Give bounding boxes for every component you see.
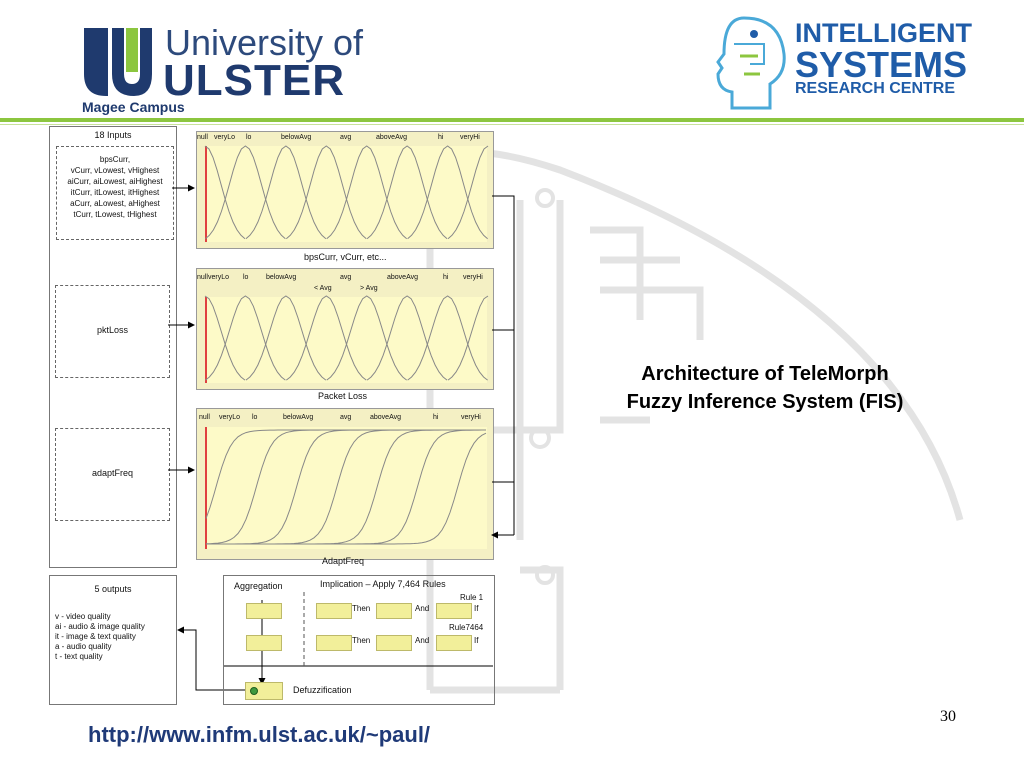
campus-label: Magee Campus [82, 99, 185, 115]
agg-block-1 [246, 603, 282, 619]
mf-plot-2-label-6: aboveAvg [387, 274, 419, 281]
output-line-5: t - text quality [55, 652, 103, 661]
mf-plot-2-label-4: belowAvg [266, 274, 297, 281]
university-ulster: ULSTER [163, 56, 345, 105]
rule-1-label: Rule 1 [460, 593, 484, 602]
mf-plot-3-label-3: lo [252, 414, 258, 421]
rule1-and-text: And [415, 604, 430, 613]
mf-plot-2 [196, 268, 494, 390]
input-group-1-line-3: aiCurr, aiLowest, aiHighest [67, 177, 163, 186]
mf-plot-2-label-1: null [197, 274, 208, 281]
rulelast-then-text: Then [352, 636, 371, 645]
outputs-title: 5 outputs [94, 584, 132, 594]
mf-plot-1-label-2: veryLo [214, 134, 236, 141]
footer-url[interactable]: http://www.infm.ulst.ac.uk/~paul/ [88, 722, 431, 747]
mf-plot-2-label-8: veryHi [463, 274, 483, 281]
input-group-adaptfreq: adaptFreq [55, 428, 170, 521]
mf-plot-1-label-7: hi [438, 134, 444, 141]
inputs-title: 18 Inputs [94, 130, 132, 140]
rulelast-and-block [376, 635, 412, 651]
mf-plot-2-sublabel-above: > Avg [360, 285, 378, 292]
inference-panel [223, 575, 495, 705]
slide-title-line-1: Architecture of TeleMorph [641, 363, 889, 385]
rulelast-then-block [316, 635, 352, 651]
mf-plot-3-label-5: avg [340, 414, 352, 421]
page-number: 30 [940, 708, 956, 725]
input-group-1-line-5: aCurr, aLowest, aHighest [70, 199, 160, 208]
outputs-panel: 5 outputs v - video quality ai - audio &… [49, 575, 177, 705]
pktloss-label: pktLoss [96, 325, 129, 335]
slide-title: Architecture of TeleMorph Fuzzy Inferenc… [560, 360, 970, 416]
rule1-then-text: Then [352, 604, 371, 613]
input-group-1-line-2: vCurr, vLowest, vHighest [70, 166, 160, 175]
mf-plot-1-label-4: belowAvg [281, 134, 312, 141]
rule1-if-block [436, 603, 472, 619]
mf-plot-3-label-6: aboveAvg [370, 414, 402, 421]
output-line-2: ai - audio & image quality [55, 622, 145, 631]
output-line-1: v - video quality [55, 612, 111, 621]
mf-plot-3-label-2: veryLo [219, 414, 241, 421]
mf-plot-1-caption: bpsCurr, vCurr, etc... [304, 252, 387, 262]
mf-plot-3-label-4: belowAvg [283, 414, 314, 421]
mf-plot-3-caption: AdaptFreq [322, 556, 365, 566]
mf-plot-3-label-8: veryHi [461, 414, 481, 421]
isrc-logo [714, 14, 788, 112]
mf-plot-1-label-3: lo [246, 134, 252, 141]
ulster-logo [82, 26, 154, 98]
mf-plot-1-label-5: avg [340, 134, 352, 141]
input-group-1-line-6: tCurr, tLowest, tHighest [73, 210, 157, 219]
output-line-3: it - image & text quality [55, 632, 136, 641]
mf-plot-2-label-2: veryLo [208, 274, 230, 281]
mf-plot-3-label-1: null [199, 414, 210, 421]
rule1-then-block [316, 603, 352, 619]
output-line-4: a - audio quality [55, 642, 112, 651]
input-group-1-line-1: bpsCurr, [99, 155, 131, 164]
mf-plot-2-label-5: avg [340, 274, 352, 281]
rulelast-if-text: If [474, 636, 479, 645]
header-divider [0, 118, 1024, 122]
university-name: University of [165, 22, 364, 63]
mf-plot-1 [196, 131, 494, 249]
isrc-research-centre: RESEARCH CENTRE [795, 80, 956, 97]
input-group-1: bpsCurr, vCurr, vLowest, vHighest aiCurr… [56, 146, 174, 240]
mf-plot-2-label-3: lo [243, 274, 249, 281]
rule1-and-block [376, 603, 412, 619]
slide-title-line-2: Fuzzy Inference System (FIS) [626, 391, 904, 413]
header-divider-thin [0, 124, 1024, 125]
isrc-systems: SYSTEMS [795, 44, 968, 85]
rule1-if-text: If [474, 604, 479, 613]
mf-plot-2-sublabel-below: < Avg [314, 285, 332, 292]
mf-plot-3 [196, 408, 494, 560]
rule-last-label: Rule7464 [449, 623, 484, 632]
defuzz-block [245, 682, 283, 700]
defuzz-label: Defuzzification [293, 685, 352, 695]
mf-plot-2-caption: Packet Loss [318, 391, 368, 401]
mf-plot-1-label-8: veryHi [460, 134, 480, 141]
rulelast-if-block [436, 635, 472, 651]
isrc-intelligent: INTELLIGENT [795, 18, 972, 48]
mf-plot-1-label-1: null [197, 134, 208, 141]
defuzz-dot-icon [250, 687, 258, 695]
input-group-pktloss: pktLoss [55, 285, 170, 378]
rulelast-and-text: And [415, 636, 430, 645]
input-group-1-line-4: itCurr, itLowest, itHighest [70, 188, 160, 197]
mf-plot-3-label-7: hi [433, 414, 439, 421]
agg-block-2 [246, 635, 282, 651]
mf-plot-2-label-7: hi [443, 274, 449, 281]
implication-label: Implication – Apply 7,464 Rules [320, 579, 446, 589]
adaptfreq-label: adaptFreq [91, 468, 134, 478]
aggregation-label: Aggregation [234, 581, 283, 591]
mf-plot-1-label-6: aboveAvg [376, 134, 408, 141]
